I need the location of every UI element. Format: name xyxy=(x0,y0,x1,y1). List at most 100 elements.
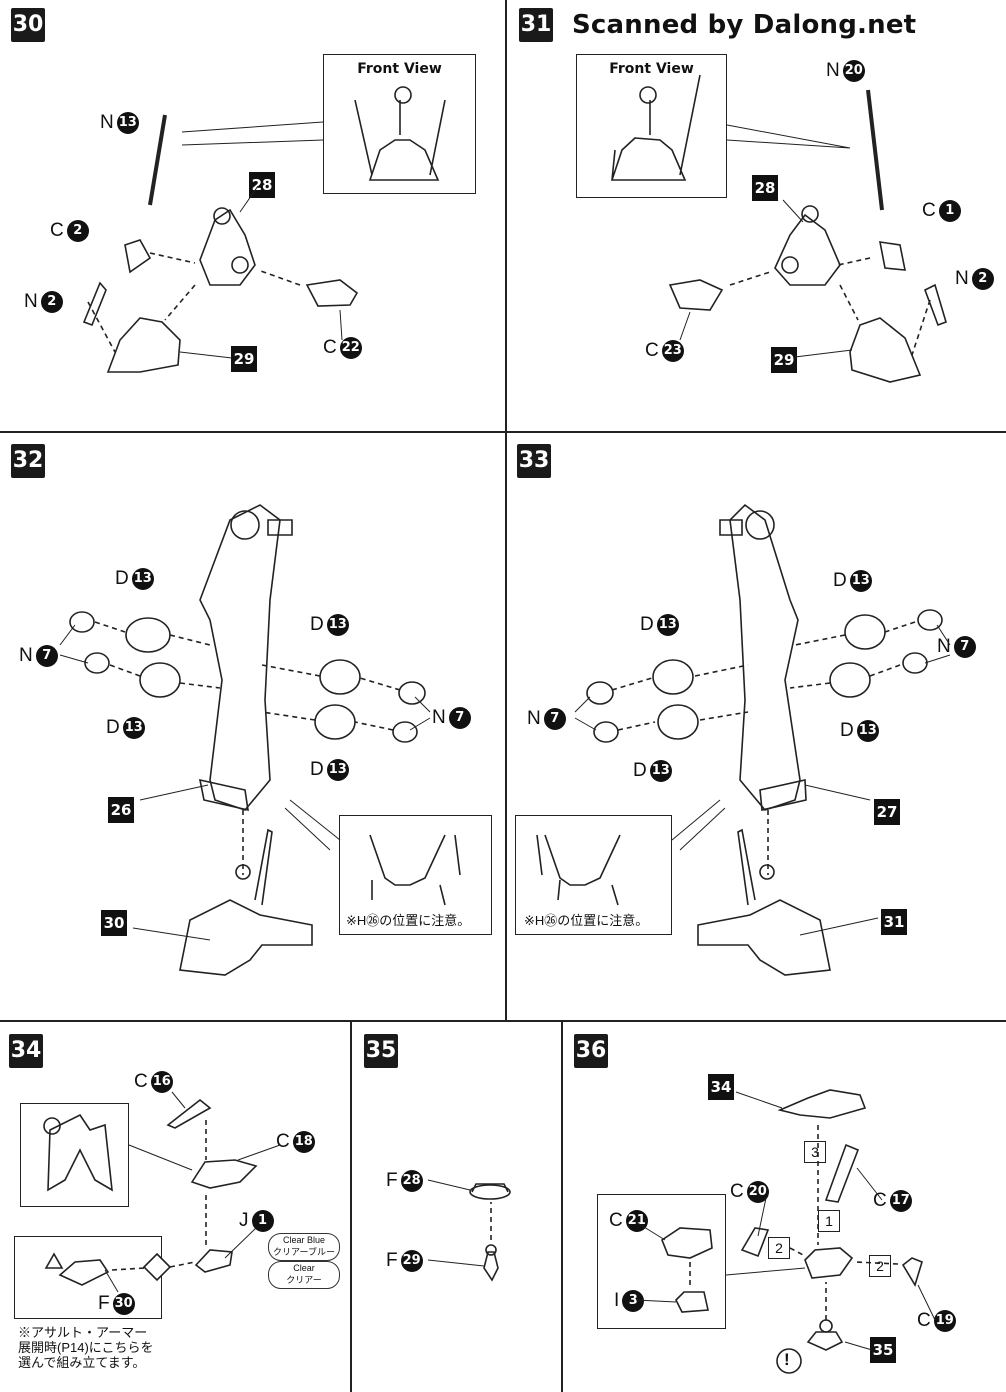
step-35-art xyxy=(427,1179,511,1282)
side-part xyxy=(901,1257,923,1287)
cover-part xyxy=(84,652,110,674)
cover-part xyxy=(69,611,95,633)
foot-ball xyxy=(759,864,775,880)
cover-part xyxy=(586,681,614,705)
foot-blade xyxy=(254,828,273,906)
assembly-arrow xyxy=(94,621,401,875)
panel-divider-h1 xyxy=(0,431,1006,433)
ball-joint xyxy=(213,207,231,225)
armor-part xyxy=(319,659,361,695)
step-number: 32 xyxy=(11,444,45,478)
leader-line xyxy=(59,624,431,941)
assembly-arrow xyxy=(689,1125,899,1320)
step-number: 33 xyxy=(517,444,551,478)
order-box-1: 1 xyxy=(818,1210,840,1232)
panel-divider-vertical-top xyxy=(505,0,507,1020)
base-ball xyxy=(819,1319,833,1333)
order-box-3: 3 xyxy=(804,1141,826,1163)
inset-art xyxy=(536,834,621,906)
socket xyxy=(781,256,799,274)
hip-joint xyxy=(745,510,775,540)
core-part xyxy=(804,1247,854,1279)
foot-part xyxy=(106,317,181,373)
option-clear: Clear クリアー xyxy=(268,1261,340,1289)
inset-title: Front View xyxy=(609,61,694,77)
horn-part xyxy=(166,1098,212,1129)
foot-assembly xyxy=(179,899,313,976)
leader-line xyxy=(427,1179,485,1267)
toe-blade xyxy=(924,283,947,327)
rod-part xyxy=(866,89,884,211)
inset-title: Front View xyxy=(357,61,442,77)
assault-armor-inset xyxy=(14,1236,162,1319)
hip-peg xyxy=(719,519,743,536)
panel-divider-v2 xyxy=(350,1020,352,1392)
armor-part xyxy=(125,617,171,653)
joint-part xyxy=(774,213,841,286)
side-part xyxy=(740,1227,770,1258)
foot-part xyxy=(849,317,922,383)
cover-part xyxy=(398,681,426,705)
subassembly-31: 31 xyxy=(881,909,907,935)
inset-part xyxy=(675,1291,709,1313)
cover-part xyxy=(917,609,943,631)
socket xyxy=(231,256,249,274)
panel-divider-h2 xyxy=(0,1020,1006,1022)
subassembly-29: 29 xyxy=(231,346,257,372)
armor-part xyxy=(139,662,181,698)
leader-line xyxy=(635,1091,936,1351)
head-assembly xyxy=(777,1089,867,1119)
head-part xyxy=(190,1159,258,1189)
subassembly-35: 35 xyxy=(870,1337,896,1363)
rod-part xyxy=(148,114,167,206)
step-number: 35 xyxy=(364,1034,398,1068)
diamond-marker xyxy=(142,1252,172,1282)
leg-body xyxy=(729,503,801,811)
assembly-arrow xyxy=(611,621,916,875)
detail-inset: ※H㉖の位置に注意。 xyxy=(339,815,492,935)
inset-art xyxy=(369,834,461,906)
base-part xyxy=(806,1331,844,1351)
subassembly-34: 34 xyxy=(708,1074,734,1100)
fin-part xyxy=(824,1143,860,1203)
front-view-figure xyxy=(354,99,446,181)
ankle-joint xyxy=(759,779,807,811)
caution-icon: ! xyxy=(784,1350,790,1369)
armor-part xyxy=(657,704,699,740)
cover-part xyxy=(902,652,928,674)
cover-part xyxy=(593,721,619,743)
step-number: 31 xyxy=(519,8,553,42)
subassembly-28: 28 xyxy=(249,172,275,198)
ball-joint xyxy=(801,205,819,223)
armor-part xyxy=(844,614,886,650)
step-number: 30 xyxy=(11,8,45,42)
subassembly-29: 29 xyxy=(771,347,797,373)
front-view-figure xyxy=(610,74,701,181)
warning-icon xyxy=(44,1252,64,1269)
subassembly-26: 26 xyxy=(108,797,134,823)
step-number: 36 xyxy=(574,1034,608,1068)
leader-line xyxy=(726,124,851,149)
face-part xyxy=(194,1249,233,1273)
assembly-arrow xyxy=(111,1120,207,1271)
step-34-art xyxy=(43,1091,281,1293)
